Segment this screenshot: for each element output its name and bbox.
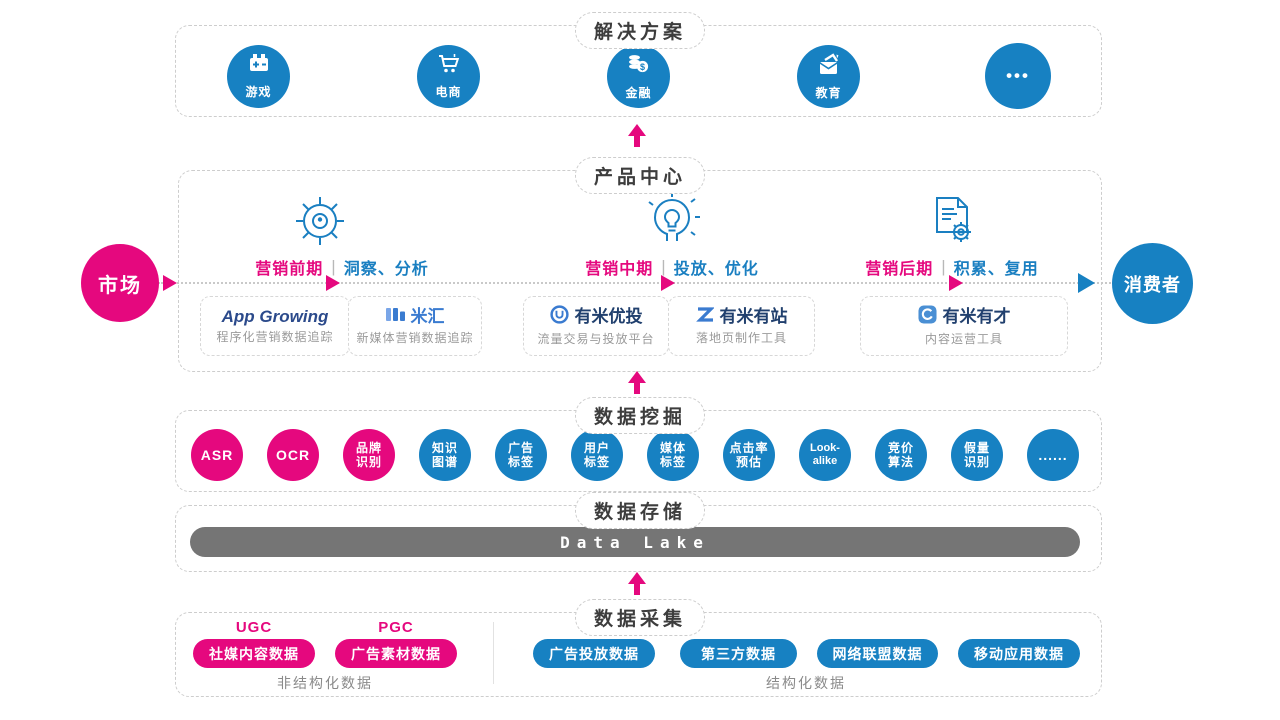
data-collection-title: 数据采集 <box>574 599 706 636</box>
youtou-logo-icon <box>549 305 569 327</box>
product-subtitle: 内容运营工具 <box>924 332 1003 346</box>
solution-finance: $ 金融 <box>607 45 670 108</box>
product-name: 有米优投 <box>574 306 643 326</box>
product-appgrowing: App Growing 程序化营销数据追踪 <box>200 296 350 356</box>
stage-phase: 营销后期 <box>865 261 934 278</box>
product-youmiyoutou: 有米优投 流量交易与投放平台 <box>523 296 669 356</box>
solution-education: 教育 <box>797 45 860 108</box>
stage-label-mid: 营销中期 | 投放、优化 <box>585 255 758 279</box>
ellipsis-icon: ••• <box>1006 66 1030 85</box>
data-mining-title: 数据挖掘 <box>574 397 706 434</box>
consumer-circle: 消费者 <box>1112 243 1193 324</box>
right-arrow-icon <box>163 275 177 291</box>
up-arrow-icon <box>628 371 646 394</box>
right-arrow-icon <box>661 275 675 291</box>
stage-desc: 积累、复用 <box>953 261 1039 278</box>
right-arrow-blue-icon <box>1078 273 1095 293</box>
mining-item-fake-traffic-detection: 假量 识别 <box>951 429 1003 481</box>
product-subtitle: 流量交易与投放平台 <box>537 332 655 346</box>
idea-head-icon <box>643 192 701 255</box>
mining-item-brand-recognition: 品牌 识别 <box>343 429 395 481</box>
education-icon <box>816 52 841 81</box>
product-name: 米汇 <box>410 306 445 326</box>
stage-separator: | <box>331 257 336 276</box>
product-mihui: 米汇 新媒体营销数据追踪 <box>348 296 482 356</box>
finance-icon: $ <box>626 53 651 81</box>
pill-social-content-data: 社媒内容数据 <box>193 639 315 668</box>
insight-eye-icon <box>291 192 349 255</box>
product-subtitle: 程序化营销数据追踪 <box>216 329 334 344</box>
collection-divider <box>493 622 494 684</box>
up-arrow-icon <box>628 572 646 595</box>
pill-ad-creative-data: 广告素材数据 <box>335 639 457 668</box>
stage-phase: 营销前期 <box>255 261 324 278</box>
youzhan-logo-icon <box>695 306 715 326</box>
product-subtitle: 落地页制作工具 <box>695 331 787 345</box>
stage-label-early: 营销前期 | 洞察、分析 <box>255 255 428 279</box>
mining-item-bidding-algorithm: 竞价 算法 <box>875 429 927 481</box>
mining-item-user-tags: 用户 标签 <box>571 429 623 481</box>
mining-item-ad-tags: 广告 标签 <box>495 429 547 481</box>
right-arrow-icon <box>949 275 963 291</box>
pill-third-party-data: 第三方数据 <box>680 639 797 668</box>
stage-separator: | <box>941 257 946 276</box>
stage-desc: 洞察、分析 <box>343 261 429 278</box>
stage-desc: 投放、优化 <box>673 261 759 278</box>
stage-phase: 营销中期 <box>585 261 654 278</box>
mining-item-lookalike: Look- alike <box>799 429 851 481</box>
solutions-title: 解决方案 <box>574 12 706 49</box>
product-youmiyoucai: 有米有才 内容运营工具 <box>860 296 1068 356</box>
stage-separator: | <box>661 257 666 276</box>
market-circle: 市场 <box>81 244 159 322</box>
pill-mobile-app-data: 移动应用数据 <box>958 639 1080 668</box>
product-center-title: 产品中心 <box>574 157 706 194</box>
flow-line <box>158 282 1114 284</box>
mihui-logo-icon <box>385 306 405 326</box>
stage-label-late: 营销后期 | 积累、复用 <box>865 255 1038 279</box>
product-subtitle: 新媒体营销数据追踪 <box>356 331 474 345</box>
product-name: App Growing <box>221 306 329 326</box>
solution-ecommerce: 电商 <box>417 45 480 108</box>
solution-label: 电商 <box>435 85 462 99</box>
mining-item-media-tags: 媒体 标签 <box>647 429 699 481</box>
solution-more: ••• <box>985 43 1051 109</box>
pgc-tag: PGC <box>378 619 414 636</box>
data-storage-title: 数据存储 <box>574 492 706 529</box>
solution-label: 教育 <box>815 85 842 100</box>
structured-caption: 结构化数据 <box>766 675 846 691</box>
consumer-label: 消费者 <box>1124 274 1181 295</box>
mining-item-ctr-estimation: 点击率 预估 <box>723 429 775 481</box>
right-arrow-icon <box>326 275 340 291</box>
pill-ad-delivery-data: 广告投放数据 <box>533 639 655 668</box>
pill-ad-network-data: 网络联盟数据 <box>817 639 938 668</box>
solution-label: 游戏 <box>245 85 272 99</box>
youcai-logo-icon <box>917 305 937 327</box>
mining-item-more: ...... <box>1027 429 1079 481</box>
unstructured-caption: 非结构化数据 <box>277 675 373 691</box>
appgrowing-logo: App Growing <box>222 308 329 325</box>
data-lake-bar: Data Lake <box>190 527 1080 557</box>
product-name: 有米有才 <box>942 306 1011 326</box>
svg-text:$: $ <box>640 62 645 72</box>
market-label: 市场 <box>98 274 142 297</box>
solution-game: 游戏 <box>227 45 290 108</box>
ugc-tag: UGC <box>235 619 273 636</box>
game-icon <box>247 53 271 80</box>
solution-label: 金融 <box>625 85 652 100</box>
mining-item-asr: ASR <box>191 429 243 481</box>
doc-gear-icon <box>923 192 981 255</box>
product-name: 有米有站 <box>719 306 788 326</box>
cart-icon <box>437 53 461 80</box>
mining-item-knowledge-graph: 知识 图谱 <box>419 429 471 481</box>
product-youmiyouzhan: 有米有站 落地页制作工具 <box>668 296 815 356</box>
mining-item-ocr: OCR <box>267 429 319 481</box>
up-arrow-icon <box>628 124 646 147</box>
